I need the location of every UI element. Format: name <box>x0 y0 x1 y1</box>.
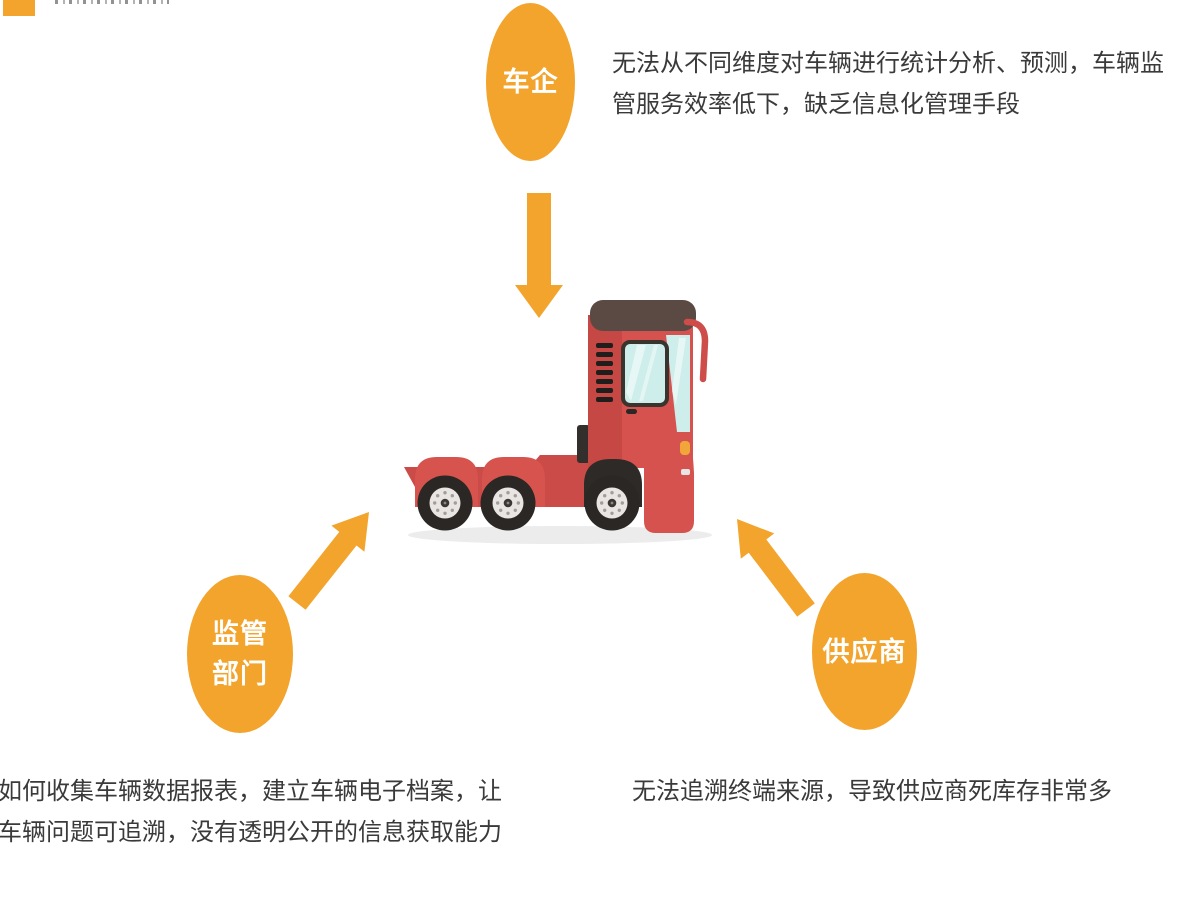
node-supplier-label: 供应商 <box>822 636 907 667</box>
truck-mirror-arm <box>683 318 709 383</box>
note-manufacturer: 无法从不同维度对车辆进行统计分析、预测，车辆监管服务效率低下，缺乏信息化管理手段 <box>612 51 1164 118</box>
note-supplier: 无法追溯终端来源，导致供应商死库存非常多 <box>632 779 1112 805</box>
truck-door-handle <box>626 409 637 414</box>
clipped-title-text-fragment <box>55 0 169 4</box>
truck-cab-front <box>644 433 694 533</box>
node-supplier: 供应商 <box>812 573 917 730</box>
node-manufacturer: 车企 <box>486 3 575 161</box>
truck-ground-shadow <box>408 526 712 544</box>
arrow-up-left-icon <box>737 519 815 617</box>
arrow-down-icon <box>515 193 563 318</box>
node-regulator: 监管 部门 <box>187 575 293 733</box>
truck-illustration <box>404 300 712 544</box>
truck-exhaust <box>577 425 590 463</box>
node-manufacturer-label: 车企 <box>502 67 559 97</box>
node-regulator-label-line1: 监管 <box>212 619 268 649</box>
truck-wheel <box>417 475 473 531</box>
truck-wheel <box>584 475 640 531</box>
truck-vent-grille <box>596 343 613 402</box>
truck-front-marker <box>681 469 690 475</box>
truck-headlight <box>680 441 690 455</box>
node-regulator-label-line2: 部门 <box>212 659 268 689</box>
title-bullet-square <box>3 0 35 16</box>
note-regulator: 如何收集车辆数据报表，建立车辆电子档案，让车辆问题可追溯，没有透明公开的信息获取… <box>0 779 502 846</box>
truck-roof <box>590 300 696 331</box>
truck-wheel <box>480 475 536 531</box>
arrow-up-right-icon <box>288 512 369 610</box>
